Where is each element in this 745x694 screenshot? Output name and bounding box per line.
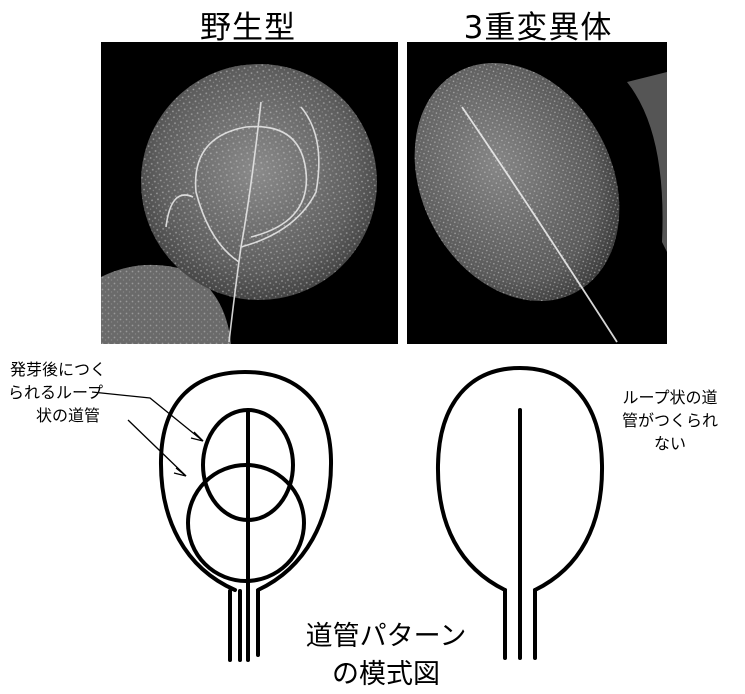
annotation-line: 状の道管 — [8, 404, 158, 427]
caption-line: の模式図 — [286, 656, 486, 694]
annotation-line: 管がつくられ — [611, 409, 729, 432]
annotation-line: られるループ — [8, 381, 158, 404]
diagram-caption: 道管パターンの模式図 — [286, 618, 486, 694]
annotation-line: ループ状の道 — [611, 386, 729, 409]
loop-vessel-annotation: 発芽後につくられるループ状の道管 — [8, 358, 158, 427]
caption-line: 道管パターン — [286, 618, 486, 656]
annotation-line: ない — [611, 432, 729, 455]
annotation-line: 発芽後につく — [8, 358, 158, 381]
mutant-schematic — [438, 368, 602, 658]
wild-type-schematic — [161, 372, 331, 660]
no-loop-annotation: ループ状の道管がつくられない — [611, 386, 729, 455]
